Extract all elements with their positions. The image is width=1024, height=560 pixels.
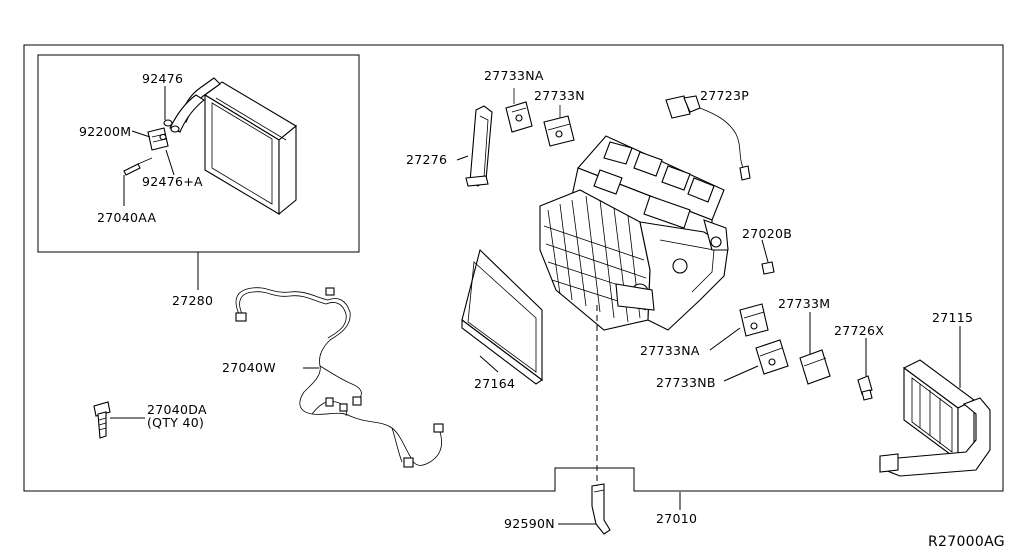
label-27280: 27280 bbox=[172, 293, 213, 308]
part-labels: 92476 92200M 92476+A 27040AA 27280 27040… bbox=[79, 68, 1005, 550]
diagram-id: R27000AG bbox=[928, 534, 1005, 550]
label-27276: 27276 bbox=[406, 152, 447, 167]
actuator-27733N bbox=[543, 105, 575, 147]
wire-harness bbox=[235, 287, 444, 468]
sensor-27726X bbox=[857, 375, 873, 401]
drain-hose bbox=[591, 483, 611, 535]
outer-frame bbox=[23, 44, 1004, 492]
label-27020B: 27020B bbox=[742, 226, 792, 241]
label-27733M: 27733M bbox=[778, 296, 830, 311]
actuator-27733NA-mid bbox=[739, 303, 769, 337]
label-27040DA: 27040DA bbox=[147, 402, 207, 417]
actuator-27733NA-top bbox=[505, 88, 533, 133]
label-27733NB: 27733NB bbox=[656, 375, 716, 390]
evaporator-core bbox=[169, 77, 297, 216]
label-27010: 27010 bbox=[656, 511, 697, 526]
label-92476: 92476 bbox=[142, 71, 183, 86]
heater-core bbox=[879, 359, 991, 477]
evaporator-group-box bbox=[37, 54, 360, 253]
label-27726X: 27726X bbox=[834, 323, 884, 338]
label-27723P: 27723P bbox=[700, 88, 749, 103]
o-rings bbox=[159, 119, 180, 141]
label-qty40: (QTY 40) bbox=[147, 415, 204, 430]
air-filter bbox=[461, 248, 543, 385]
label-27733NA-mid: 27733NA bbox=[640, 343, 700, 358]
clip-27020B bbox=[761, 261, 775, 275]
sensor-27723P bbox=[665, 95, 751, 181]
label-27164: 27164 bbox=[474, 376, 515, 391]
label-27733NA-top: 27733NA bbox=[484, 68, 544, 83]
leader-lines bbox=[110, 86, 961, 525]
bolt-27040AA bbox=[123, 157, 153, 176]
label-27733N: 27733N bbox=[534, 88, 585, 103]
label-92200M: 92200M bbox=[79, 124, 131, 139]
label-92590N: 92590N bbox=[504, 516, 555, 531]
heater-unit-assembly bbox=[539, 135, 729, 331]
actuator-27733M bbox=[799, 312, 831, 385]
label-27115: 27115 bbox=[932, 310, 973, 325]
label-92476A: 92476+A bbox=[142, 174, 203, 189]
bolt-27040DA bbox=[93, 401, 111, 439]
actuator-27733NB bbox=[755, 339, 789, 375]
label-27040AA: 27040AA bbox=[97, 210, 156, 225]
label-27040W: 27040W bbox=[222, 360, 276, 375]
duct-27276 bbox=[465, 105, 493, 187]
